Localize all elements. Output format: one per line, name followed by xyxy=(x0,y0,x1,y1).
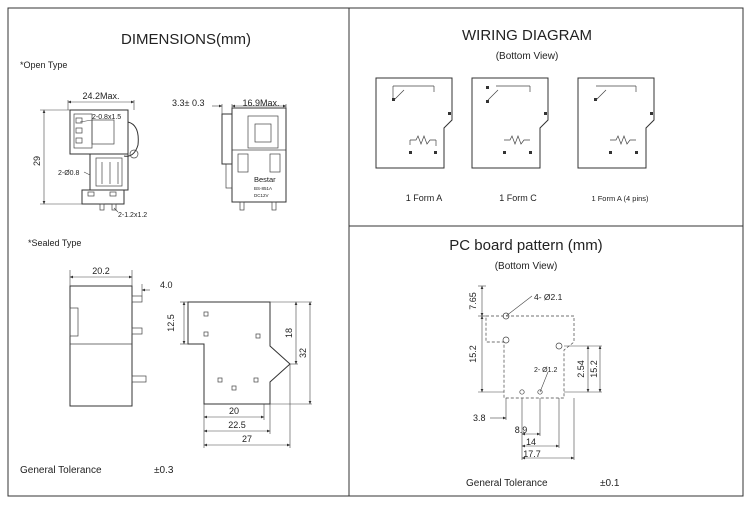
dimensions-title: DIMENSIONS(mm) xyxy=(121,31,251,48)
sealed-w2-label: 22.5 xyxy=(228,420,246,430)
pcb-subtitle: (Bottom View) xyxy=(495,261,558,272)
wiring-form-a-4pin-diagram xyxy=(577,77,655,169)
outer-frame xyxy=(7,7,744,497)
open-depth-label: 16.9Max. xyxy=(242,98,279,108)
pcb-title: PC board pattern (mm) xyxy=(449,237,602,254)
relay-rating-label: DC12V xyxy=(254,193,269,198)
pcb-tolerance-value: ±0.1 xyxy=(600,478,620,489)
pcb-dim-765: 7.65 xyxy=(468,292,478,310)
pcb-dim-89: 8.9 xyxy=(515,425,528,435)
pcb-dim-14: 14 xyxy=(526,437,536,447)
sealed-w3-label: 27 xyxy=(242,434,252,444)
relay-brand-label: Bestar xyxy=(254,175,276,184)
form-a-label: 1 Form A xyxy=(406,193,443,203)
pcb-dim-152-left: 15.2 xyxy=(468,345,478,363)
pcb-dim-38: 3.8 xyxy=(473,413,486,423)
sealed-pin-gap-label: 4.0 xyxy=(160,280,173,290)
sealed-type-bottom-view xyxy=(180,301,312,448)
form-c-label: 1 Form C xyxy=(499,193,537,203)
sealed-h3-label: 32 xyxy=(298,348,308,358)
sealed-width-label: 20.2 xyxy=(92,266,110,276)
pcb-dim-177: 17.7 xyxy=(523,449,541,459)
pcb-tolerance-label: General Tolerance xyxy=(466,478,548,489)
pcb-large-holes-label: 4- Ø2.1 xyxy=(534,292,563,302)
wiring-subtitle: (Bottom View) xyxy=(496,51,559,62)
pcb-pattern-drawing xyxy=(478,285,602,460)
wiring-form-c-diagram xyxy=(471,77,549,169)
sealed-type-label: *Sealed Type xyxy=(28,238,81,248)
open-type-side-view xyxy=(212,104,287,211)
open-type-front-view xyxy=(40,100,139,213)
relay-model-label: BS-851A xyxy=(254,186,272,191)
open-width-label: 24.2Max. xyxy=(82,91,119,101)
open-hole-b-label: 2-Ø0.8 xyxy=(58,170,80,177)
sealed-h1-label: 12.5 xyxy=(166,314,176,332)
open-hole-a-label: 2-0.8x1.5 xyxy=(92,114,121,121)
sealed-h2-label: 18 xyxy=(284,328,294,338)
open-hole-c-label: 2-1.2x1.2 xyxy=(118,212,147,219)
wiring-form-a-diagram xyxy=(375,77,453,169)
sealed-w1-label: 20 xyxy=(229,406,239,416)
dimensions-tolerance-label: General Tolerance xyxy=(20,465,102,476)
pcb-small-holes-label: 2- Ø1.2 xyxy=(534,367,557,374)
open-type-label: *Open Type xyxy=(20,60,67,70)
sealed-type-side-view xyxy=(69,270,150,407)
open-height-label: 29 xyxy=(32,156,42,166)
wiring-title: WIRING DIAGRAM xyxy=(462,27,592,44)
pcb-dim-152-right: 15.2 xyxy=(589,360,599,378)
form-a-4pin-label: 1 Form A (4 pins) xyxy=(591,194,649,203)
open-offset-label: 3.3± 0.3 xyxy=(172,98,204,108)
pcb-dim-254: 2.54 xyxy=(576,360,586,378)
dimensions-tolerance-value: ±0.3 xyxy=(154,465,174,476)
